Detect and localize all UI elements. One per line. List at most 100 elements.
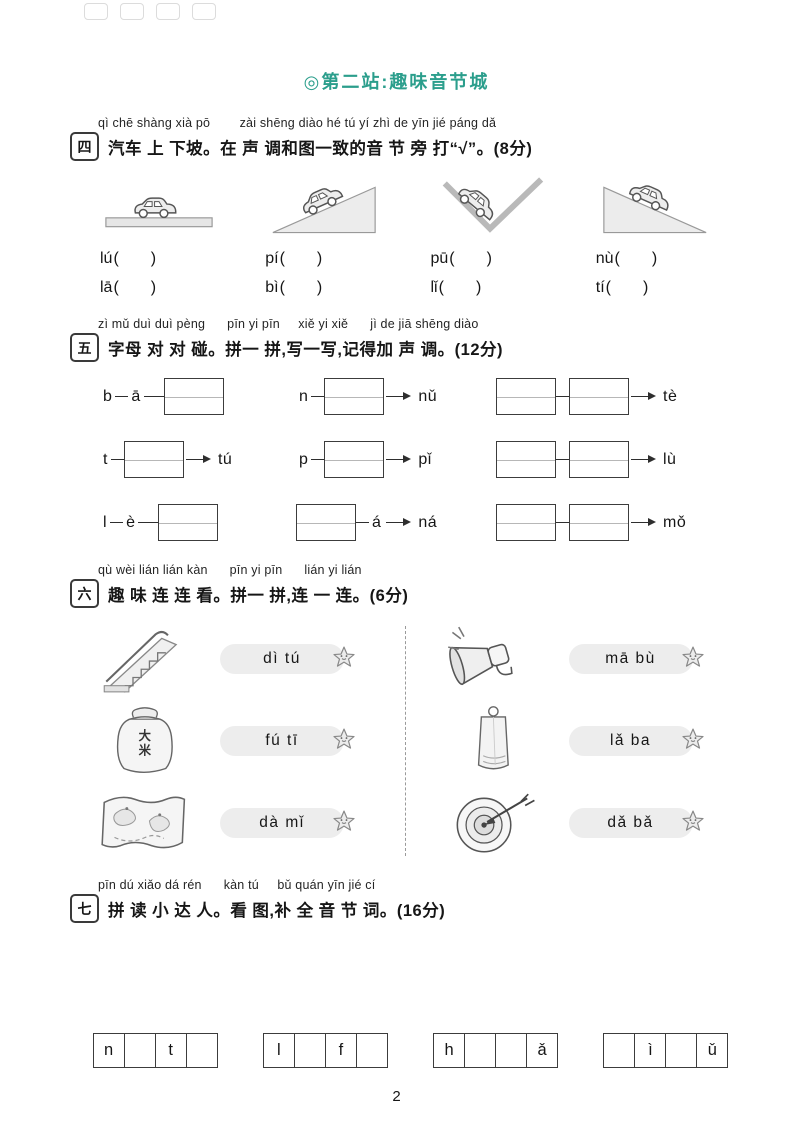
syllable-cell[interactable] [496, 1034, 528, 1067]
label-cell: lǎ ba [568, 726, 740, 756]
syllable-cell[interactable]: t [155, 1034, 187, 1067]
write-box[interactable] [569, 504, 629, 541]
section-six-title: 趣 味 连 连 看。拼一 拼,连 一 连。(6分) [108, 586, 409, 605]
label-cell: fú tī [220, 726, 391, 756]
syllable-cell[interactable]: ǔ [697, 1034, 728, 1067]
write-box[interactable] [496, 504, 556, 541]
connector-line [556, 458, 569, 461]
write-box[interactable] [324, 378, 385, 415]
arrow-icon [185, 455, 211, 463]
check-blank[interactable] [445, 279, 475, 297]
syllable-cell[interactable] [666, 1034, 698, 1067]
section-five: zì mǔ duì duì pèng pīn yi pīn xiě yi xiě… [70, 317, 739, 541]
syllable-cell[interactable]: ǎ [527, 1034, 558, 1067]
tone-option: pū() [431, 250, 570, 268]
syllable-cell[interactable] [604, 1034, 636, 1067]
write-box[interactable] [123, 441, 184, 478]
paren-close: ) [150, 250, 157, 267]
label-cell: dǎ bǎ [568, 808, 740, 838]
result-text: tè [663, 387, 678, 405]
write-box[interactable] [569, 378, 629, 415]
pinyin-label-pill[interactable]: fú tī [220, 726, 355, 756]
car-downhill-image [596, 173, 735, 239]
page-title: ◎第二站:趣味音节城 [303, 72, 490, 92]
tone-option: lú() [100, 250, 239, 268]
star-icon [332, 727, 356, 751]
pinyin-label-pill[interactable]: lǎ ba [568, 726, 704, 756]
megaphone-image[interactable] [419, 622, 569, 696]
pinyin-label-pill[interactable]: mā bù [568, 644, 704, 674]
check-blank[interactable] [456, 250, 486, 268]
tone-option: lǐ() [431, 279, 570, 297]
arrow-icon [386, 455, 412, 463]
syllable-cell[interactable] [124, 1034, 156, 1067]
write-box[interactable] [496, 441, 556, 478]
slope-column: pí()bì() [265, 173, 404, 297]
check-blank[interactable] [612, 279, 642, 297]
car-valley-image [431, 173, 570, 239]
syllable-cell[interactable]: l [263, 1034, 295, 1067]
mark [192, 3, 216, 20]
escalator-image[interactable] [70, 622, 220, 696]
syllable-text: lǐ [430, 279, 438, 296]
towel-image[interactable] [419, 704, 569, 778]
arrow-icon [386, 518, 412, 526]
pinyin-label: mā bù [605, 650, 656, 667]
check-blank[interactable] [286, 250, 316, 268]
letter-combine-item: tè [496, 378, 739, 415]
star-icon [681, 809, 705, 833]
star-icon [681, 727, 705, 751]
star-icon [332, 809, 356, 833]
pinyin-label-pill[interactable]: dì tú [220, 644, 355, 674]
pinyin-label-pill[interactable]: dà mǐ [220, 808, 355, 838]
page-number: 2 [392, 1088, 401, 1105]
write-box[interactable] [569, 441, 629, 478]
write-box[interactable] [496, 378, 556, 415]
write-box[interactable] [296, 504, 356, 541]
pinyin-label: lǎ ba [609, 732, 652, 749]
write-box[interactable] [163, 378, 224, 415]
section-six: qù wèi lián lián kàn pīn yi pīn lián yi … [70, 563, 739, 860]
tone-slope-grid: lú()lā()pí()bì()pū()lǐ()nù()tí() [100, 173, 735, 297]
letter-text: l [103, 513, 108, 531]
tone-option: bì() [265, 279, 404, 297]
paren-open: ( [113, 279, 119, 296]
target-image[interactable] [419, 786, 569, 860]
syllable-cell[interactable]: f [325, 1034, 357, 1067]
pinyin-label-pill[interactable]: dǎ bǎ [568, 808, 704, 838]
paren-open: ( [605, 279, 611, 296]
syllable-cell[interactable]: ì [635, 1034, 667, 1067]
section-five-title: 字母 对 对 碰。拼一 拼,写一写,记得加 声 调。(12分) [108, 340, 504, 359]
syllable-cell[interactable] [356, 1034, 387, 1067]
slope-column: pū() lǐ() [431, 173, 570, 297]
syllable-cell[interactable] [465, 1034, 497, 1067]
syllable-cell[interactable] [186, 1034, 217, 1067]
check-blank[interactable] [621, 250, 651, 268]
syllable-cell[interactable]: n [93, 1034, 125, 1067]
syllable-cell[interactable]: h [434, 1034, 466, 1067]
map-image[interactable] [70, 786, 220, 860]
write-box[interactable] [324, 441, 385, 478]
label-cell: dì tú [220, 644, 391, 674]
syllable-cell[interactable] [294, 1034, 326, 1067]
check-blank[interactable] [286, 279, 316, 297]
connector-line [138, 521, 159, 524]
write-box[interactable] [158, 504, 219, 541]
rice-bag-image[interactable]: 大米 [70, 704, 220, 778]
connector-line [110, 458, 124, 461]
connector-line [110, 521, 124, 524]
paren-close: ) [150, 279, 157, 296]
check-blank[interactable] [120, 279, 150, 297]
check-blank[interactable] [120, 250, 150, 268]
tone-option: lā() [100, 279, 239, 297]
tone-option: nù() [596, 250, 735, 268]
